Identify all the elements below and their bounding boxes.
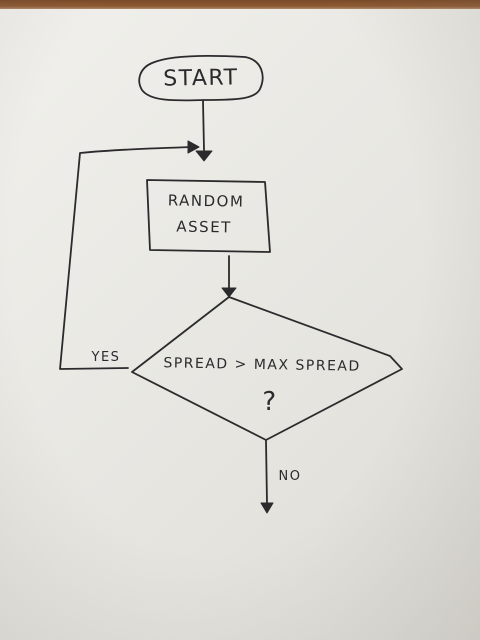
- start-node: START: [138, 55, 264, 102]
- decision-node: SPREAD > MAX SPREAD ?: [131, 296, 403, 441]
- start-label: START: [163, 65, 239, 91]
- arrowhead: [221, 287, 237, 298]
- start-node-shape: [138, 55, 264, 102]
- table-edge: [0, 0, 480, 9]
- decision-label-line2: ?: [262, 387, 277, 417]
- process-node: RANDOM ASSET: [146, 179, 271, 253]
- edge-start-to-process: [195, 100, 213, 162]
- edge-yes-label: YES: [91, 350, 121, 365]
- edge-no-label: NO: [279, 469, 302, 484]
- process-label-line2: ASSET: [176, 218, 232, 237]
- arrowhead: [260, 502, 274, 514]
- process-node-shape: [146, 179, 271, 253]
- decision-label-line1: SPREAD > MAX SPREAD: [163, 355, 361, 374]
- arrowhead: [195, 150, 213, 162]
- edge-process-to-decision: [221, 255, 237, 298]
- edge-no: [260, 440, 274, 514]
- process-label-line1: RANDOM: [168, 191, 245, 210]
- arrowhead: [187, 140, 200, 154]
- decision-node-shape: [131, 296, 403, 441]
- edge-yes-loop: [59, 140, 200, 370]
